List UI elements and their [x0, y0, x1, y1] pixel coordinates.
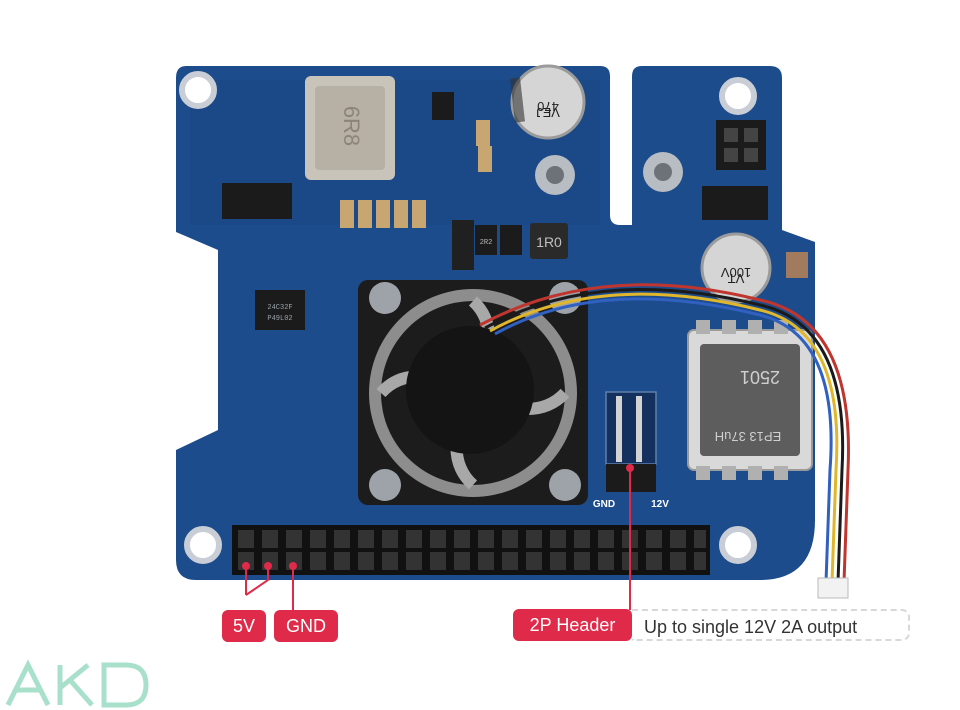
eeprom-marking-2: P49L02 [267, 315, 292, 323]
transformer-marking-1: 2501 [740, 367, 780, 387]
ic-chip [222, 183, 292, 219]
callout-gnd: GND [274, 610, 338, 642]
small-inductor [530, 223, 568, 259]
mounting-hole [179, 71, 757, 564]
electrolytic-capacitor-top [510, 64, 586, 140]
akd-logo [5, 659, 149, 708]
small-inductor-marking: 1R0 [536, 234, 562, 250]
callout-2p-header-description: Up to single 12V 2A output [632, 609, 910, 641]
electrolytic-capacitor-right [700, 232, 772, 304]
capacitor-top-line2: VEJ [536, 105, 560, 120]
gpio-header [232, 525, 710, 575]
capacitor-top-line3: 470 [537, 99, 559, 114]
capacitor-right-line2: 100V [720, 265, 751, 280]
header-label-12v: 12V [651, 499, 669, 510]
callout-2p-header: 2P Header [513, 609, 632, 641]
capacitor-right-line1: VT [728, 271, 745, 286]
transformer-marking-2: EP13 37uH [715, 429, 782, 444]
resistor-marking: 2R2 [480, 239, 493, 247]
power-connector [716, 120, 766, 170]
inductor-marking: 6R8 [339, 106, 364, 146]
eeprom-marking-1: 24C32F [267, 304, 292, 312]
eeprom-chip [255, 290, 305, 330]
header-label-gnd: GND [593, 499, 615, 510]
callout-5v: 5V [222, 610, 266, 642]
pin-marker [242, 464, 634, 570]
